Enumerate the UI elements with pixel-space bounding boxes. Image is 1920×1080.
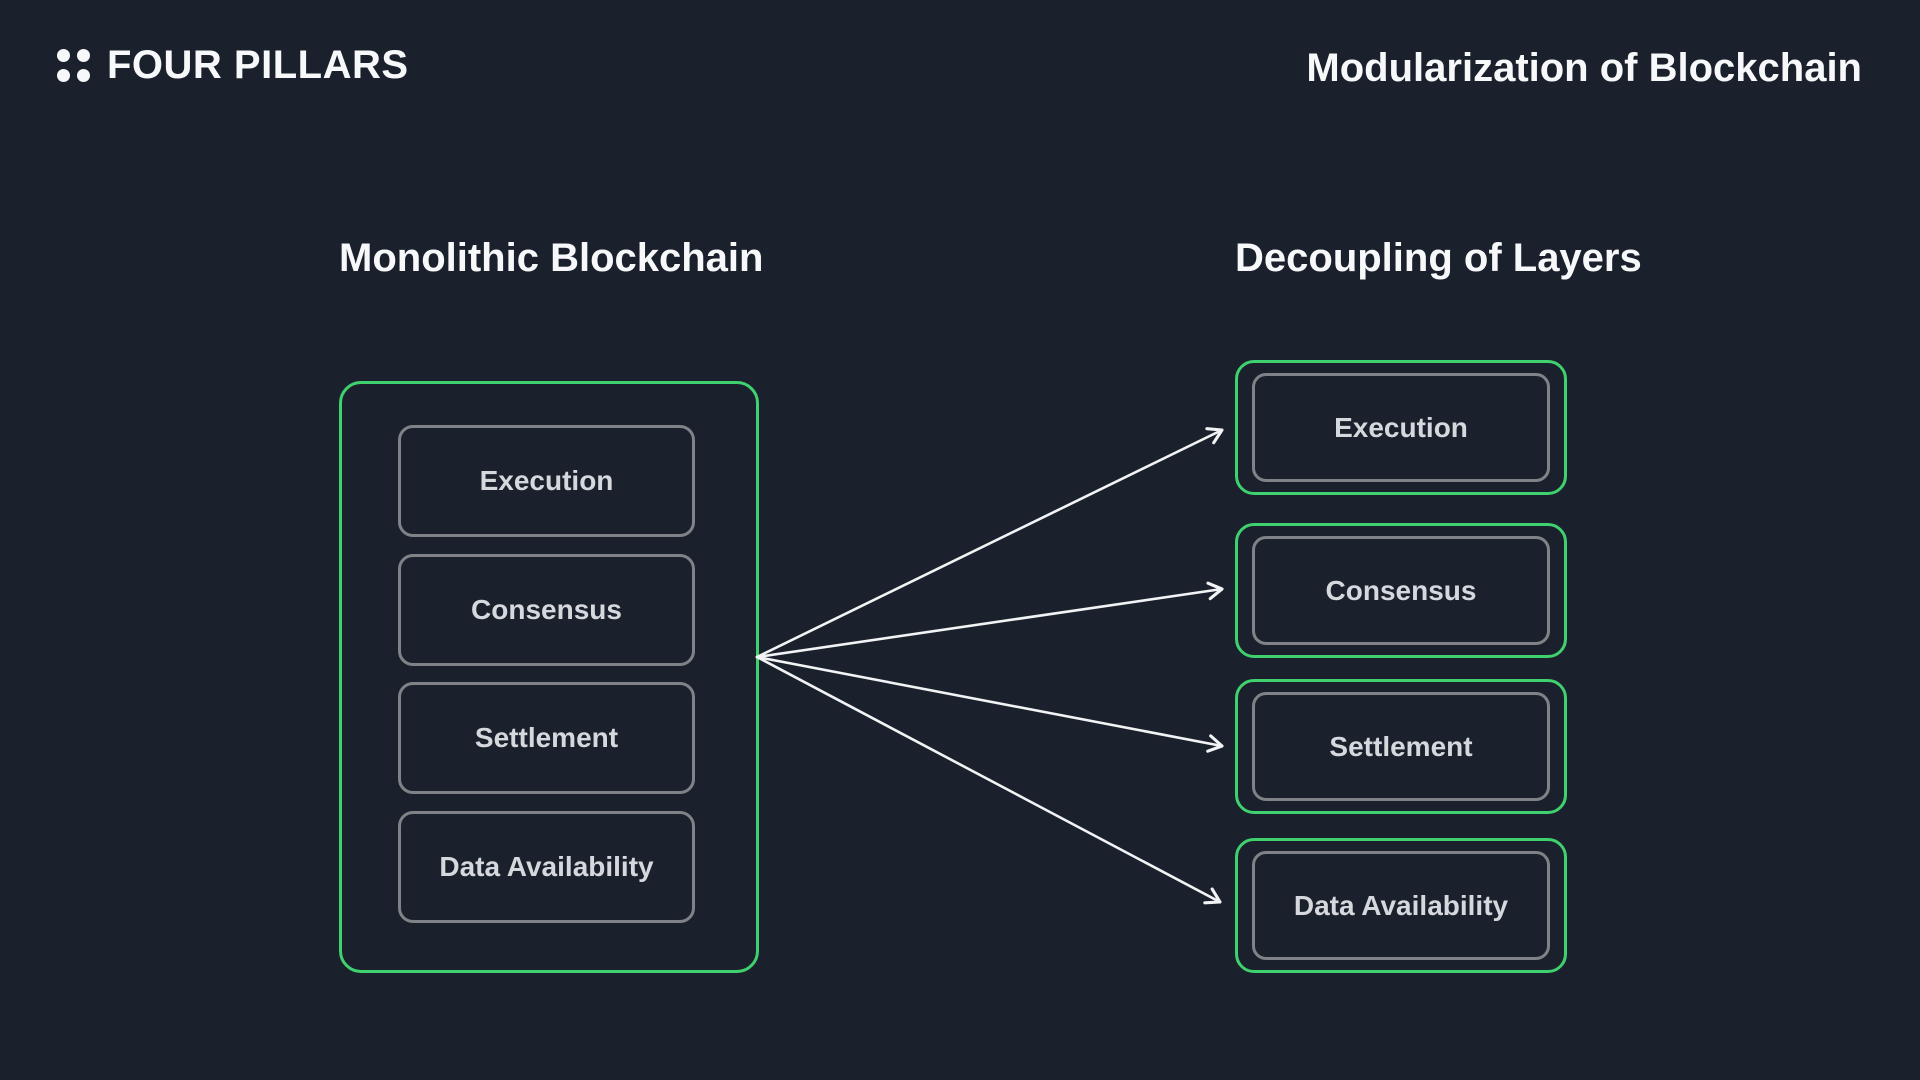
decoupled-box-settlement: Settlement	[1235, 679, 1567, 814]
monolithic-heading: Monolithic Blockchain	[339, 236, 764, 280]
decoupled-box-execution: Execution	[1235, 360, 1567, 495]
mono-layer-consensus: Consensus	[398, 554, 695, 666]
decoupling-heading: Decoupling of Layers	[1235, 236, 1642, 280]
slide-title: Modularization of Blockchain	[1306, 46, 1862, 90]
mono-layer-settlement: Settlement	[398, 682, 695, 794]
arrow-to-execution	[755, 427, 1224, 659]
mono-layer-execution: Execution	[398, 425, 695, 537]
logo-dot	[57, 68, 70, 82]
decoupled-label-data-availability: Data Availability	[1252, 851, 1550, 960]
mono-layer-data-availability: Data Availability	[398, 811, 695, 923]
decoupled-label-execution: Execution	[1252, 373, 1550, 482]
brand-logo: FOUR PILLARS	[57, 45, 409, 85]
monolithic-container: Execution Consensus Settlement Data Avai…	[339, 381, 759, 973]
logo-dot	[57, 48, 70, 62]
arrow-to-settlement	[755, 655, 1224, 753]
four-dots-logo-icon	[57, 48, 90, 82]
logo-dot	[77, 68, 90, 82]
brand-name: FOUR PILLARS	[107, 43, 409, 87]
logo-dot	[77, 48, 90, 62]
arrow-to-data-availability	[755, 655, 1222, 905]
decoupled-label-consensus: Consensus	[1252, 536, 1550, 645]
decoupled-label-settlement: Settlement	[1252, 692, 1550, 801]
arrow-to-consensus	[755, 581, 1224, 659]
decoupled-box-data-availability: Data Availability	[1235, 838, 1567, 973]
decoupled-box-consensus: Consensus	[1235, 523, 1567, 658]
